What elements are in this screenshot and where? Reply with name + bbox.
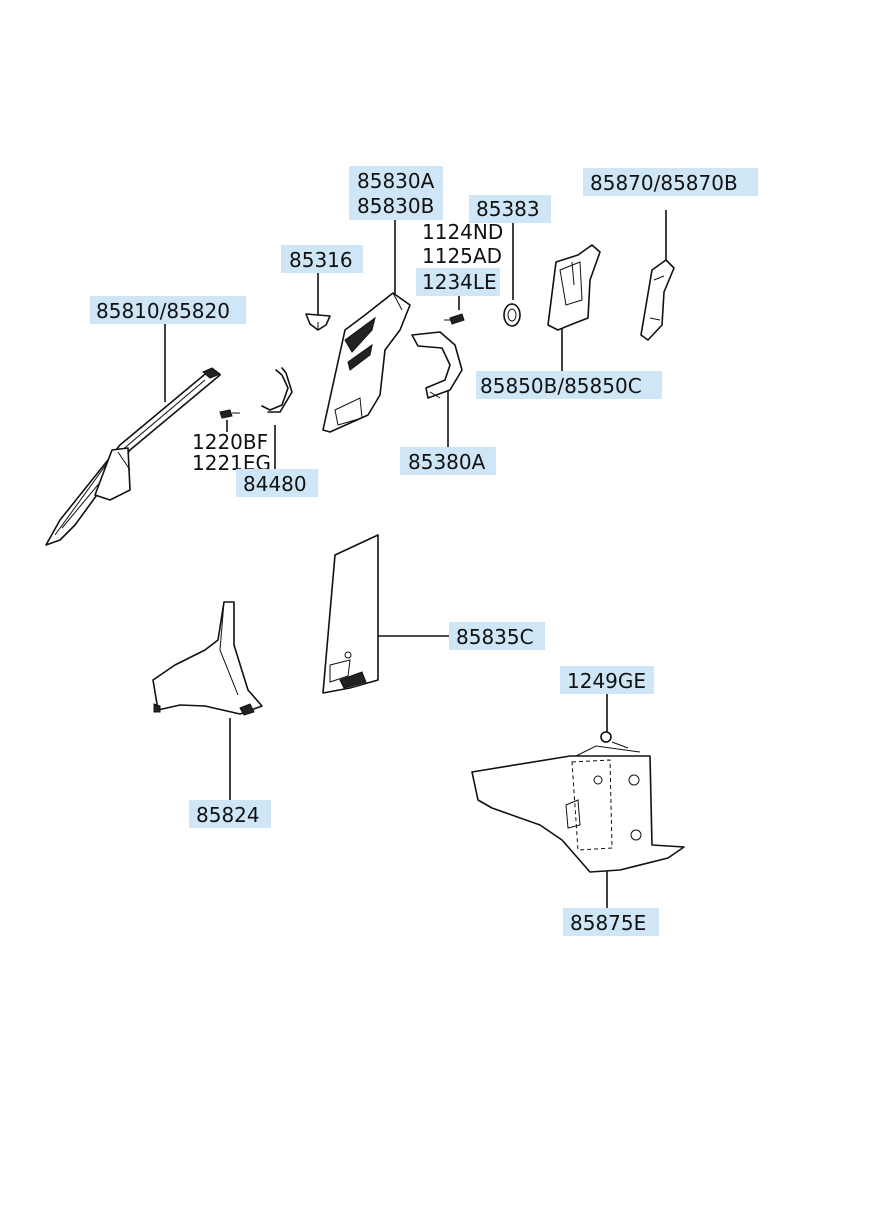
label-85380a[interactable]: 85380A: [400, 447, 496, 475]
front-pillar-lower-trim: [152, 601, 263, 716]
label-85850-text: 85850B/85850C: [480, 374, 642, 398]
label-85824-text: 85824: [196, 803, 260, 827]
label-85316[interactable]: 85316: [281, 245, 363, 273]
label-1220bf-text: 1220BF: [192, 430, 268, 454]
center-pillar-lower-trim: [322, 534, 379, 694]
label-85824[interactable]: 85824: [189, 800, 271, 828]
label-85850[interactable]: 85850B/85850C: [476, 371, 662, 399]
label-85316-text: 85316: [289, 248, 353, 272]
label-84480[interactable]: 84480: [236, 469, 318, 497]
label-85870-text: 85870/85870B: [590, 171, 738, 195]
label-85810-text: 85810/85820: [96, 299, 230, 323]
label-85875e[interactable]: 85875E: [563, 908, 659, 936]
label-85383-text: 85383: [476, 197, 540, 221]
a-pillar-trim: [45, 367, 222, 546]
cap-85383: [503, 303, 521, 327]
label-1125ad-text: 1125AD: [422, 244, 502, 268]
leader-lines: [164, 210, 667, 908]
label-85810[interactable]: 85810/85820: [90, 296, 246, 324]
label-85835c-text: 85835C: [456, 625, 534, 649]
label-1125ad: 1125AD: [422, 244, 502, 268]
label-1234le-text: 1234LE: [422, 270, 497, 294]
label-85830b-text: 85830B: [357, 194, 434, 218]
rear-quarter-lower-trim: [471, 745, 685, 873]
label-1124nd: 1124ND: [422, 220, 503, 244]
label-85830a-text: 85830A: [357, 169, 435, 193]
screw-1220bf: [219, 409, 240, 419]
label-1249ge[interactable]: 1249GE: [560, 666, 654, 694]
label-85380a-text: 85380A: [408, 450, 486, 474]
label-85383[interactable]: 85383: [469, 195, 551, 223]
label-1249ge-text: 1249GE: [567, 669, 646, 693]
b-pillar-upper-trim: [322, 292, 411, 433]
rear-pillar-trim: [640, 259, 675, 341]
bolt-1249ge: [600, 731, 629, 749]
clip-85316: [305, 313, 331, 331]
label-85875e-text: 85875E: [570, 911, 646, 935]
label-1124nd-text: 1124ND: [422, 220, 503, 244]
label-84480-text: 84480: [243, 472, 307, 496]
label-85830b[interactable]: 85830B: [349, 192, 443, 220]
screw-1234le: [444, 313, 465, 325]
label-85830a[interactable]: 85830A: [349, 166, 443, 194]
label-1234le[interactable]: 1234LE: [416, 268, 500, 296]
label-85870[interactable]: 85870/85870B: [583, 168, 758, 196]
label-1220bf: 1220BF: [192, 430, 268, 454]
wire-84480: [261, 367, 293, 413]
c-pillar-trim: [547, 244, 601, 331]
label-85835c[interactable]: 85835C: [449, 622, 545, 650]
assist-handle: [411, 331, 463, 399]
